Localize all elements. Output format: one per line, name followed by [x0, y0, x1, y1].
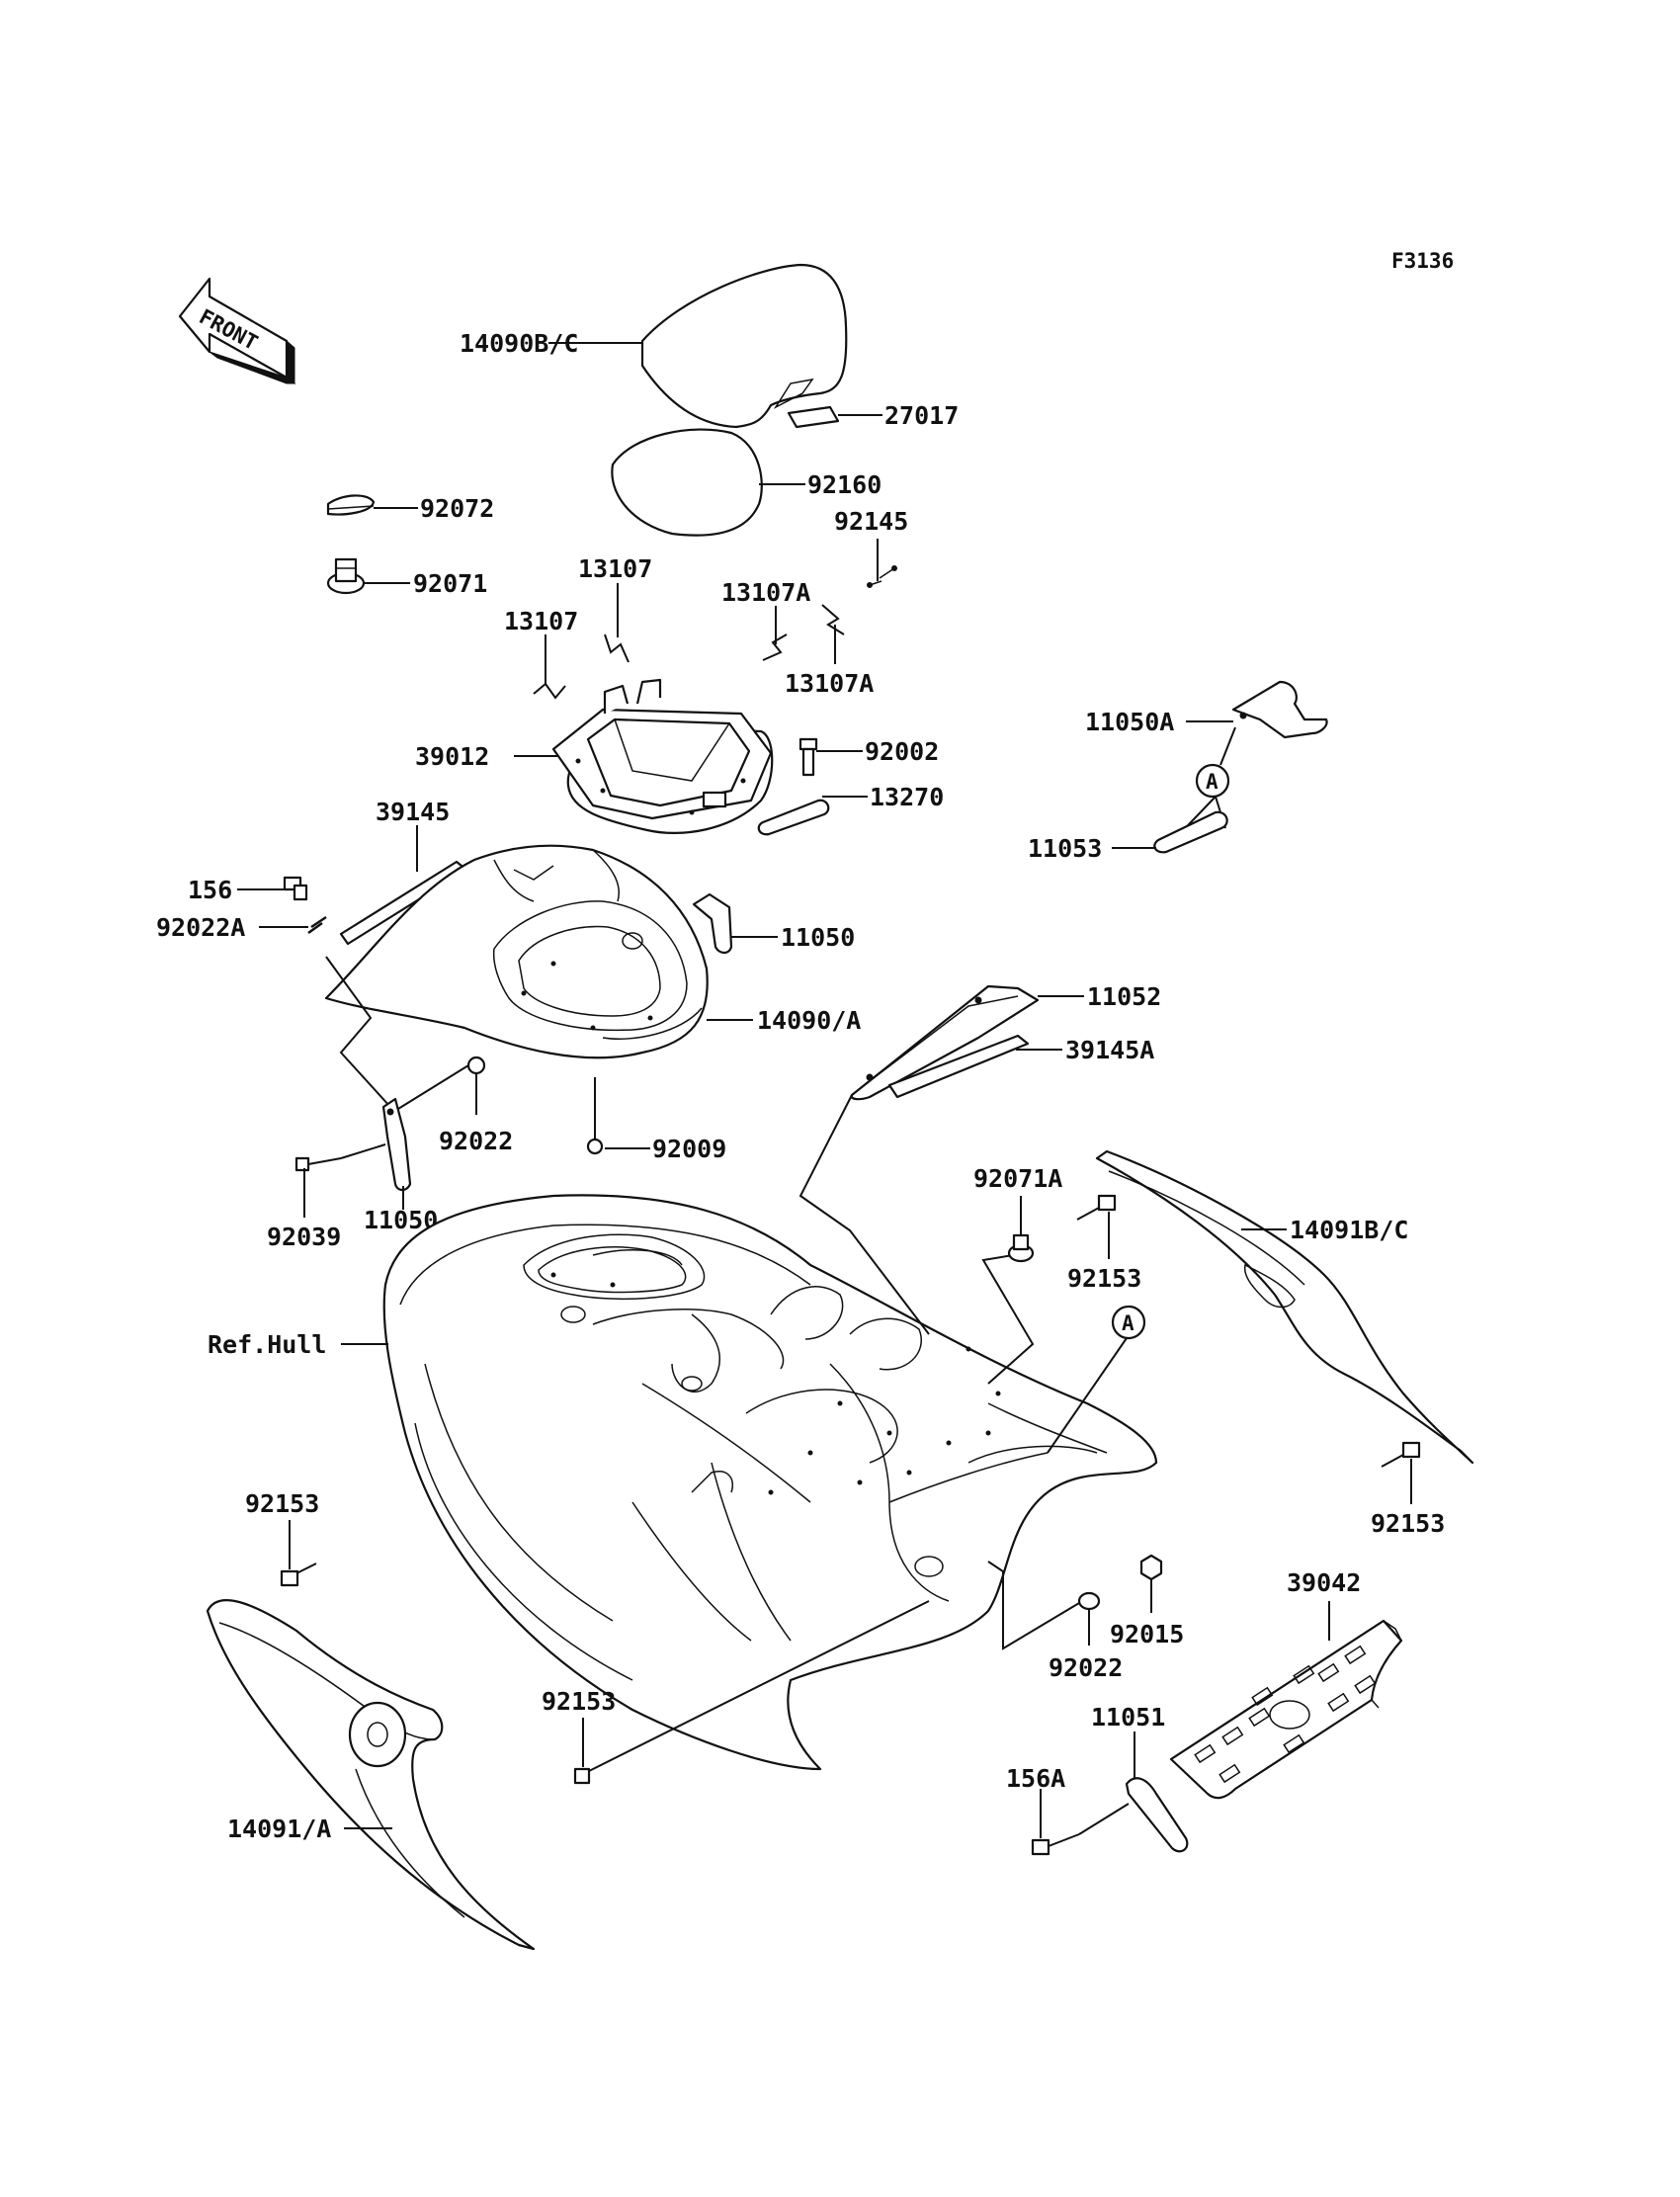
label-11050a: 11050A	[1085, 708, 1174, 736]
bolt-92153-right-part	[1381, 1441, 1421, 1468]
leader-grommet-to-hull	[981, 1254, 1035, 1385]
bolt-92002-part	[798, 737, 818, 777]
label-11050-right: 11050	[781, 923, 855, 952]
label-92153-right: 92153	[1371, 1509, 1445, 1538]
label-92071: 92071	[413, 569, 487, 598]
bolt-92153-left-part	[280, 1563, 317, 1587]
label-92145: 92145	[834, 507, 908, 536]
spring-13107-left-part	[533, 682, 566, 700]
figure-id: F3136	[1391, 249, 1454, 273]
label-14091a: 14091/A	[227, 1815, 331, 1843]
label-13107a-top: 13107A	[721, 578, 810, 607]
strip-39145a-part	[887, 1034, 1030, 1099]
spring-13107a-top-part	[762, 634, 788, 661]
label-39042: 39042	[1287, 1568, 1361, 1597]
seat-cover-part	[640, 263, 848, 429]
side-panel-14091bc-part	[1095, 1149, 1474, 1465]
clip-92072-part	[326, 494, 376, 516]
clip-92022a-part	[307, 915, 327, 935]
label-156a: 156A	[1006, 1764, 1065, 1793]
clip-92145-part	[867, 565, 897, 588]
rail-11052-part	[850, 984, 1040, 1101]
leader-washer-to-bracket	[384, 1064, 469, 1118]
grommet-92071-part	[326, 557, 366, 595]
screw-92009-part	[586, 1077, 604, 1155]
label-92153-bot: 92153	[542, 1687, 616, 1716]
label-14090a: 14090/A	[757, 1006, 861, 1035]
foam-pad-92160-part	[611, 428, 763, 537]
washer-92022-bot-part	[1077, 1591, 1101, 1611]
label-ref-hull: Ref.Hull	[208, 1330, 326, 1359]
bolt-92153-mid-part	[1076, 1194, 1117, 1221]
leader-assembly-left	[325, 956, 391, 1108]
label-39145: 39145	[376, 798, 450, 826]
label-14090bc: 14090B/C	[460, 329, 578, 358]
label-92072: 92072	[420, 494, 494, 523]
label-39145a: 39145A	[1065, 1036, 1154, 1064]
leader-rail-to-hull	[798, 1094, 930, 1335]
plate-13270-part	[757, 799, 830, 836]
side-panel-14091a-part	[206, 1599, 536, 1951]
label-92071a: 92071A	[973, 1164, 1062, 1193]
label-11053: 11053	[1028, 834, 1102, 863]
label-92009: 92009	[652, 1135, 726, 1163]
callout-a-center-letter: A	[1122, 1311, 1134, 1335]
spring-13107a-bot-part	[821, 604, 845, 635]
label-39012: 39012	[415, 742, 489, 771]
hull-part	[382, 1194, 1158, 1771]
pad-27017-part	[787, 405, 840, 429]
bolt-156a-part	[1031, 1803, 1130, 1856]
bolt-92039-part	[294, 1143, 386, 1172]
grommet-92071a-part	[1007, 1233, 1035, 1263]
label-92039: 92039	[267, 1223, 341, 1251]
label-92022-bot: 92022	[1049, 1653, 1123, 1682]
label-92022-left: 92022	[439, 1127, 513, 1155]
label-92160: 92160	[807, 470, 882, 499]
label-13107a-bot: 13107A	[785, 669, 874, 698]
label-92153-mid: 92153	[1067, 1264, 1141, 1293]
bracket-11050-left-hole	[386, 1108, 394, 1116]
label-92153-left: 92153	[245, 1489, 319, 1518]
bolt-156-part	[283, 876, 308, 901]
label-92015: 92015	[1110, 1620, 1184, 1648]
label-13270: 13270	[870, 783, 944, 811]
label-92022a: 92022A	[156, 913, 245, 942]
label-13107-left: 13107	[504, 607, 578, 635]
washer-92022-left-part	[466, 1056, 486, 1075]
storage-bin-39012-part	[551, 678, 774, 835]
front-arrow-icon: FRONT	[178, 277, 296, 384]
nut-92015-part	[1139, 1554, 1163, 1581]
callout-a-center-marker: A	[1047, 1305, 1146, 1454]
bracket-11050-right-part	[692, 892, 733, 955]
plate-11053-part	[1153, 810, 1228, 854]
label-27017: 27017	[884, 401, 959, 430]
label-11052: 11052	[1087, 982, 1161, 1011]
plate-11051-part	[1125, 1777, 1189, 1853]
callout-a-right-letter: A	[1206, 770, 1218, 794]
label-13107-top: 13107	[578, 554, 652, 583]
label-11051: 11051	[1091, 1703, 1165, 1732]
seat-base-14090a-part	[324, 844, 709, 1059]
grate-39042-part	[1169, 1619, 1403, 1800]
bracket-11050a-part	[1231, 680, 1328, 739]
spring-13107-top-part	[604, 634, 630, 663]
label-92002: 92002	[865, 737, 939, 766]
label-156: 156	[188, 876, 232, 904]
label-14091bc: 14091B/C	[1290, 1216, 1408, 1244]
leader-washer-to-hull	[987, 1561, 1080, 1650]
bolt-92153-bot-part	[573, 1600, 930, 1785]
